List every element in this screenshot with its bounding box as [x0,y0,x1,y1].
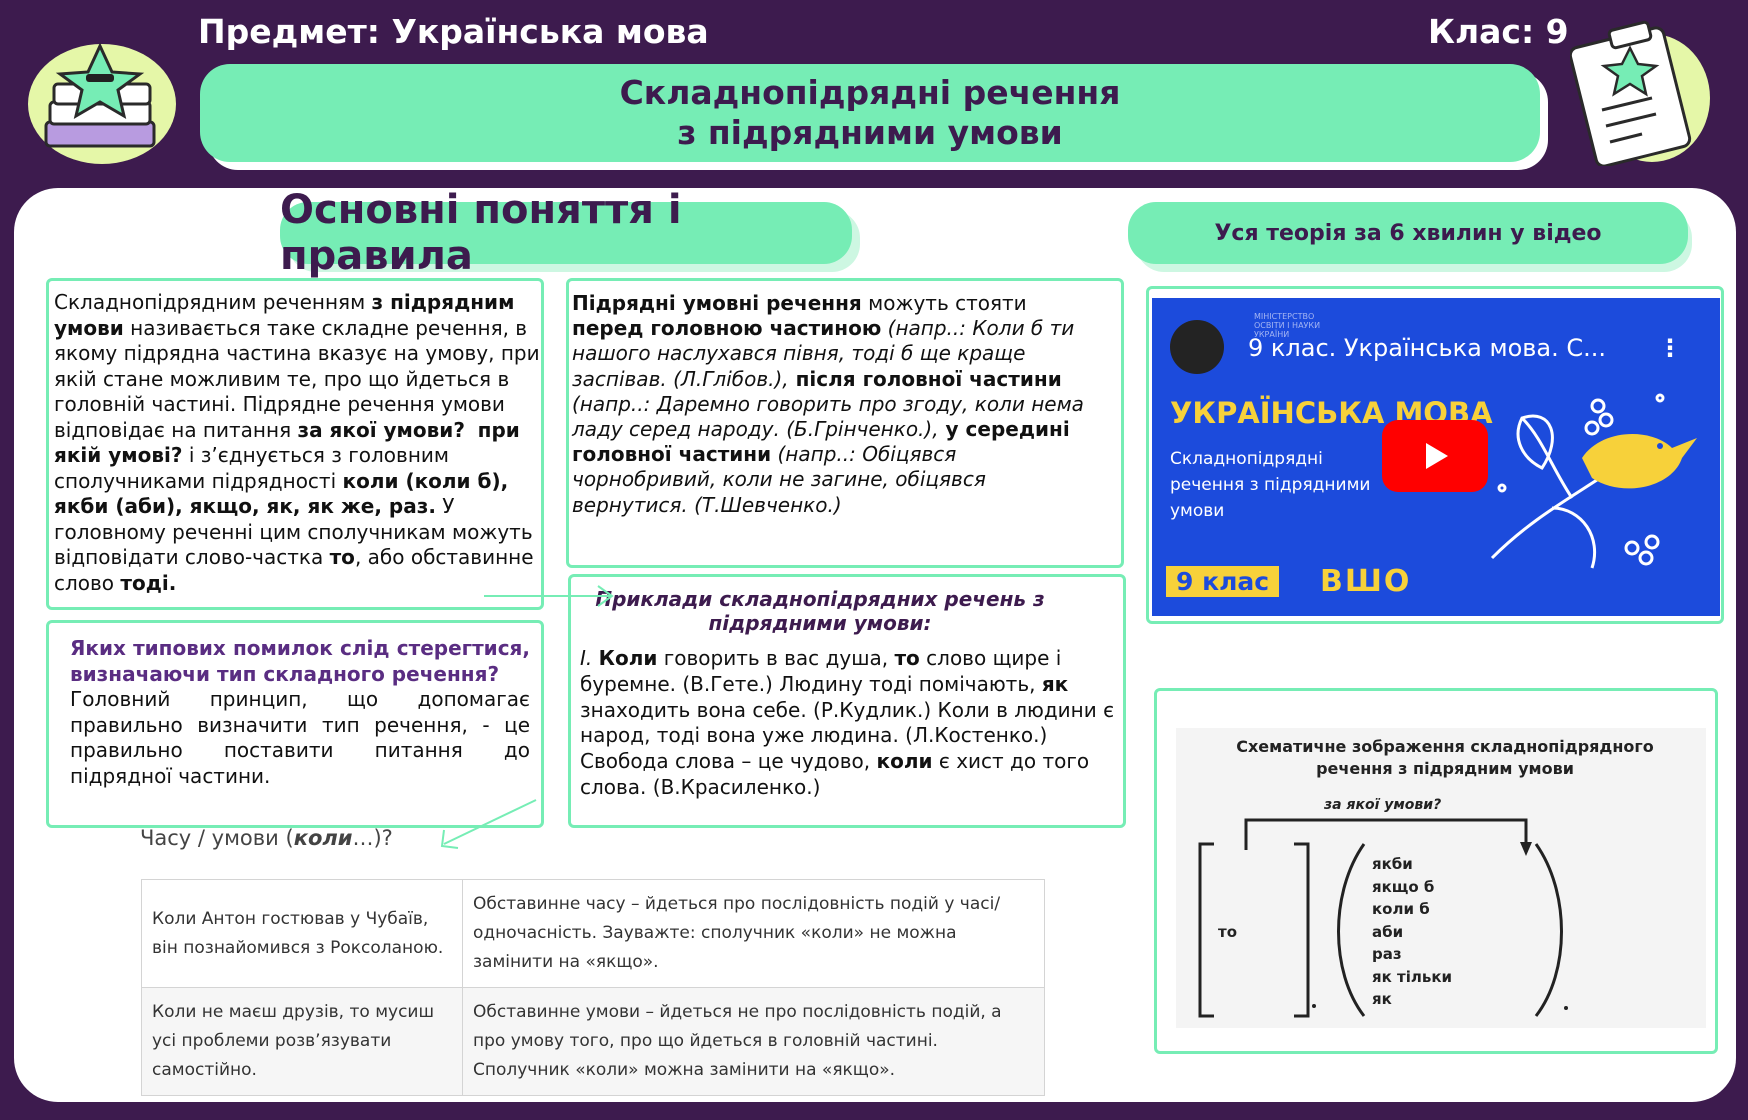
mascot-books-icon [28,42,176,164]
mistakes-box [46,620,544,828]
arrow-right-icon [484,585,614,607]
video-menu-icon[interactable]: ⋮ [1658,334,1682,362]
examples-heading: Приклади складнопідрядних речень з підря… [595,587,1045,635]
channel-logo-icon [1170,320,1224,374]
mistakes-question: Яких типових помилок слід стерегтися, ви… [70,636,530,686]
table-cell: Коли Антон гостював у Чубаїв, він познай… [141,879,463,988]
list-item: якби [1372,855,1413,873]
schema-image [1176,728,1706,1028]
list-item: як [1372,990,1392,1008]
schema-title: Схематичне зображення складнопідрядного … [1236,737,1654,778]
video-title[interactable]: 9 клас. Українська мова. С... [1248,334,1607,362]
play-icon [1426,443,1448,469]
table-cell: Коли не маєш друзів, то мусиш усі пробле… [141,987,463,1096]
comparison-table: Коли Антон гостював у Чубаїв, він познай… [141,879,1045,1096]
table-row: Коли не маєш друзів, то мусиш усі пробле… [141,987,1045,1096]
mistakes-answer: Головний принцип, що допомагає правильно… [70,687,530,788]
schema-diagram [1198,818,1568,1018]
subject-label: Предмет: Українська мова [198,12,709,51]
video-title-pill: Уся теорія за 6 хвилин у відео [1128,202,1688,264]
list-item: як тільки [1372,967,1453,986]
list-item: раз [1372,945,1402,963]
list-item: коли б [1372,900,1430,918]
definition-text: Складнопідрядним реченням з підрядним ум… [54,290,540,595]
mistakes-text: Яких типових помилок слід стерегтися, ви… [70,636,530,789]
table-cell: Обставинне умови – йдеться не про послід… [462,987,1045,1096]
bird-illustration-icon [1490,393,1697,569]
position-box [566,278,1124,568]
play-button[interactable] [1382,420,1488,492]
schema-conjunctions: якби якщо б коли б аби раз як тільки як [1372,853,1452,1011]
ministry-label: МІНІСТЕРСТВО ОСВІТИ І НАУКИ УКРАЇНИ [1254,312,1321,339]
schema-question: за якої умови? [1324,797,1442,813]
title-line-2: з підрядними умови [677,113,1063,152]
schema-to: то [1218,923,1237,941]
list-item: якщо б [1372,877,1435,896]
video-brand: ВШО [1320,564,1412,599]
clipboard-icon [1570,20,1710,166]
definition-box [46,278,544,610]
video-grade-badge: 9 клас [1166,566,1280,597]
title-banner: Складнопідрядні речення з підрядними умо… [200,64,1540,162]
examples-box [568,574,1126,828]
table-row: Коли Антон гостював у Чубаїв, він познай… [141,879,1045,988]
class-label: Клас: 9 [1428,12,1569,51]
video-player[interactable]: МІНІСТЕРСТВО ОСВІТИ І НАУКИ УКРАЇНИ 9 кл… [1152,298,1720,616]
arrow-down-left-icon [440,799,537,849]
position-text: Підрядні умовні речення можуть стояти пе… [572,291,1084,517]
snippet-question: Часу / умови (коли…)? [140,826,393,850]
video-subtitle: Складнопідрядні речення з підрядними умо… [1170,449,1371,521]
table-cell: Обставинне часу – йдеться про послідовні… [462,879,1045,988]
list-item: аби [1372,922,1404,941]
main-title-pill: Основні поняття і правила [280,187,852,279]
title-line-1: Складнопідрядні речення [619,73,1121,112]
examples-text: І. Коли говорить в вас душа, то слово щи… [580,646,1115,799]
